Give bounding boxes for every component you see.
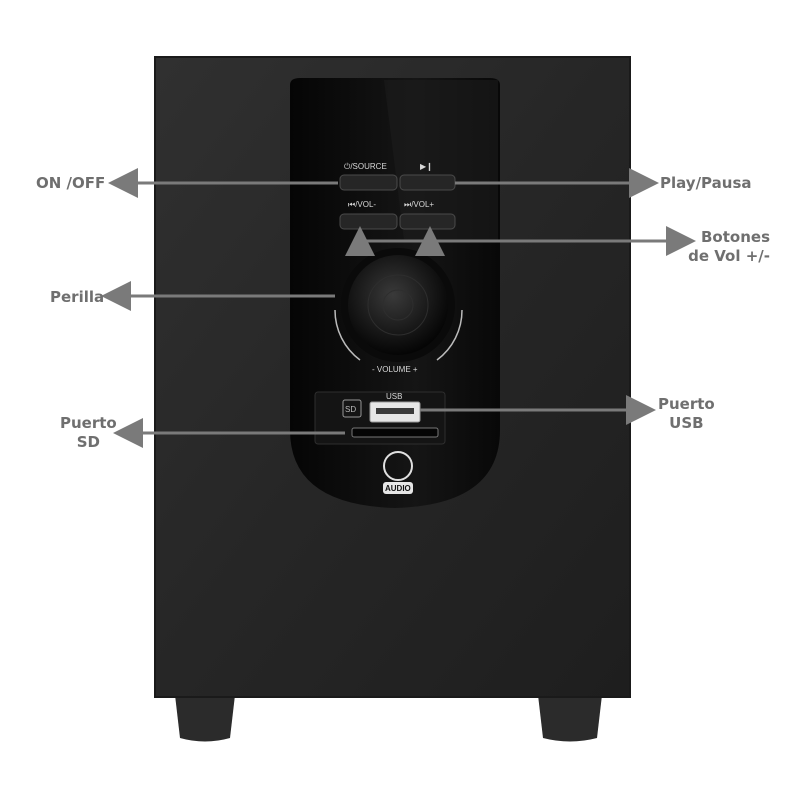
vol-minus-label: ⏮/VOL- (348, 200, 377, 209)
on-off-callout: ON /OFF (36, 174, 106, 192)
play-pause-button (399, 174, 456, 191)
vol-plus-label: ⏭/VOL+ (404, 200, 435, 209)
usb-label: USB (386, 392, 403, 401)
play-label: ▶❙ (420, 162, 433, 171)
vol-buttons-line1: Botones (701, 228, 770, 246)
left-foot (175, 695, 235, 742)
sd-line1: Puerto (60, 414, 117, 432)
vol-buttons-callout: Botones de Vol +/- (685, 228, 770, 266)
sd-line2: SD (76, 433, 100, 451)
vol-minus-button (339, 213, 398, 230)
sd-label: SD (345, 405, 357, 414)
usb-line2: USB (669, 414, 704, 432)
sd-callout: Puerto SD (60, 414, 117, 452)
vol-buttons-line2: de Vol +/- (688, 247, 770, 265)
play-pause-callout: Play/Pausa (660, 174, 752, 192)
source-label: ⏻/SOURCE (344, 162, 387, 171)
usb-callout: Puerto USB (658, 395, 715, 433)
sd-slot (351, 427, 439, 438)
volume-label: - VOLUME + (372, 365, 418, 374)
vol-plus-button (399, 213, 456, 230)
logo-text: AUDIO (385, 484, 411, 493)
source-button (339, 174, 398, 191)
right-foot (538, 695, 602, 742)
usb-line1: Puerto (658, 395, 715, 413)
knob-callout: Perilla (50, 288, 105, 306)
brand-logo (383, 451, 413, 481)
